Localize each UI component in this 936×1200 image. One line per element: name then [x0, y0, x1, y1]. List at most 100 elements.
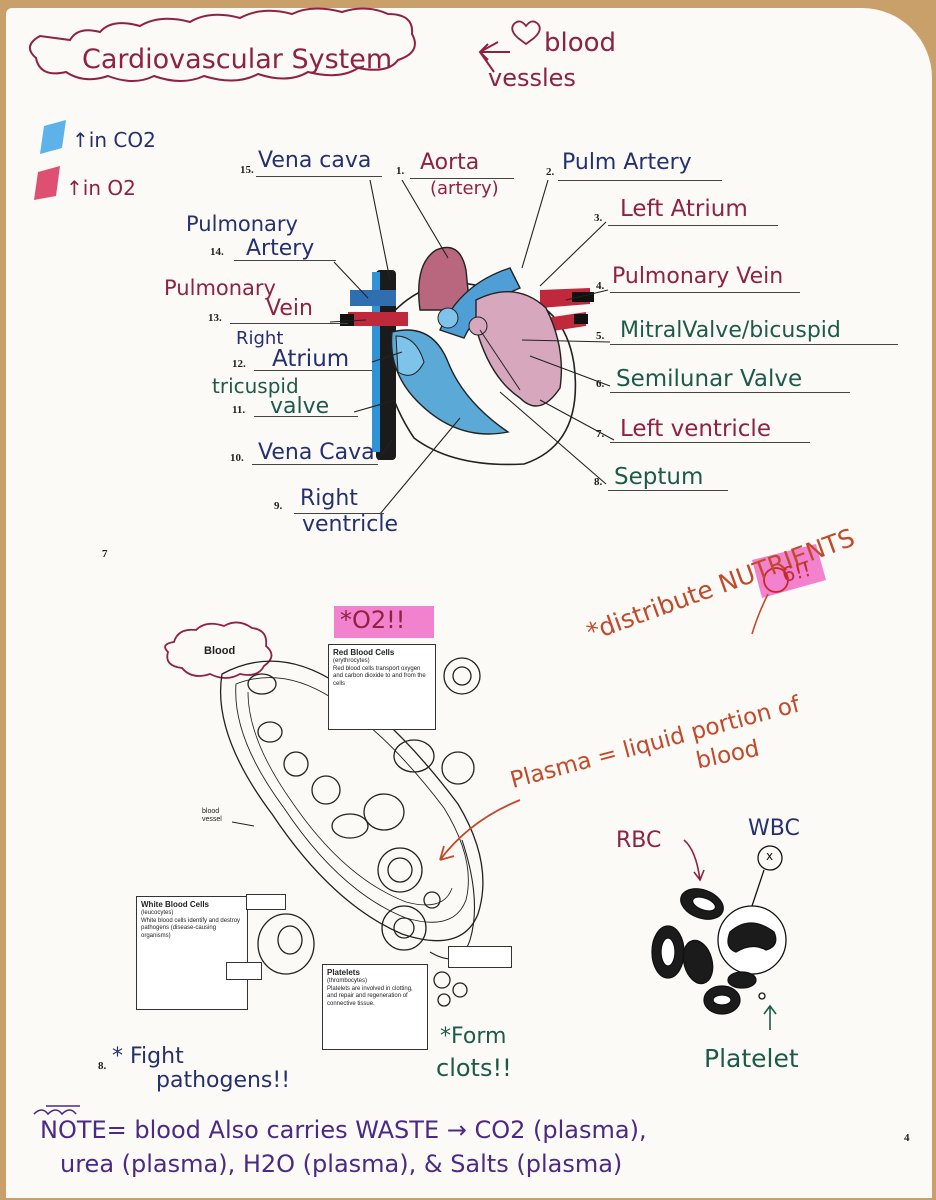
label-right-ventricle: Right — [300, 486, 358, 511]
six-badge: 6!! — [779, 556, 814, 588]
label-aorta: Aorta — [420, 150, 480, 175]
platelet-label: Platelet — [704, 1044, 799, 1073]
label-number: 9. — [274, 500, 283, 512]
underline — [610, 392, 850, 393]
platelet-info-box: Platelets (thrombocytes) Platelets are i… — [322, 964, 428, 1050]
label-number: 3. — [594, 212, 603, 224]
label-number: 1. — [396, 165, 405, 177]
label-semilunar-valve: Semilunar Valve — [616, 366, 803, 392]
fight-note-2: pathogens!! — [156, 1068, 291, 1093]
label-number: 14. — [210, 246, 224, 258]
blood-heading: blood — [544, 28, 617, 58]
label-number: 13. — [208, 312, 222, 324]
underline — [294, 513, 384, 514]
arrow-split-icon — [478, 41, 510, 73]
blood-vessel-diagram — [219, 657, 484, 1007]
blood-cloud-label: Blood — [204, 645, 236, 657]
label-right-atrium-pre: Right — [236, 328, 284, 349]
legend-blue-label: ↑in CO2 — [72, 128, 156, 152]
fight-number: 8. — [98, 1060, 107, 1072]
rbc-info-box: Red Blood Cells (erythrocytes) Red blood… — [328, 644, 436, 730]
label-number: 7. — [596, 428, 605, 440]
note-line-2: urea (plasma), H2O (plasma), & Salts (pl… — [60, 1150, 623, 1178]
label-aorta-sub: (artery) — [430, 178, 499, 199]
label-number: 8. — [594, 476, 603, 488]
platelet-box-sub: (thrombocytes) — [327, 978, 368, 984]
six-highlight — [752, 544, 826, 598]
fight-note: * Fight — [112, 1044, 184, 1069]
label-pulm-artery: Pulm Artery — [562, 150, 692, 175]
label-left-ventricle: Left ventricle — [620, 416, 771, 442]
page-title: Cardiovascular System — [82, 44, 393, 75]
platelet-box-title: Platelets — [327, 968, 360, 977]
heart-doodle-icon — [511, 20, 541, 46]
rbc-box-desc: Red blood cells transport oxygen and car… — [333, 665, 426, 687]
rbc-box-sub: (erythrocytes) — [333, 658, 370, 664]
heart-diagram — [340, 246, 594, 466]
legend-blue-swatch — [40, 120, 66, 154]
label-number: 15. — [240, 164, 254, 176]
o2-highlight — [334, 606, 434, 638]
blank-label-box — [226, 962, 262, 980]
underline — [230, 323, 348, 324]
heart-leader-lines — [329, 179, 615, 515]
label-septum: Septum — [614, 464, 704, 490]
title-cloud — [29, 7, 416, 82]
label-left-atrium: Left Atrium — [620, 196, 748, 222]
label-pulmonary-vein-pre: Pulmonary — [164, 276, 276, 300]
page-number-top: 7 — [102, 548, 108, 560]
label-pulmonary-vein-l: Vein — [266, 296, 313, 321]
legend-red-label: ↑in O2 — [66, 176, 136, 200]
wbc-mark: x — [766, 849, 774, 863]
underline — [610, 442, 810, 443]
label-tricuspid-pre: tricuspid — [212, 374, 299, 398]
o2-note: *O2!! — [340, 606, 406, 634]
plasma-arrow — [439, 799, 521, 861]
label-pulmonary-artery-pre: Pulmonary — [186, 212, 298, 236]
underline — [610, 292, 800, 293]
underline — [608, 490, 728, 491]
underline — [254, 416, 358, 417]
wbc-box-desc: White blood cells identify and destroy p… — [141, 917, 241, 939]
wbc-box-title: White Blood Cells — [141, 900, 209, 909]
platelet-box-desc: Platelets are involved in clotting, and … — [327, 985, 413, 1007]
form-note-2: clots!! — [436, 1054, 512, 1082]
underline — [252, 464, 378, 465]
blank-label-box — [246, 894, 286, 910]
page-number-bottom: 4 — [904, 1132, 910, 1144]
underline — [254, 370, 372, 371]
label-pulmonary-artery-l: Artery — [246, 236, 315, 261]
label-right-ventricle-sub: ventricle — [302, 512, 399, 537]
label-vena-cava-lower: Vena Cava — [258, 440, 375, 465]
label-number: 4. — [596, 280, 605, 292]
rbc-label: RBC — [616, 828, 662, 853]
wbc-label: WBC — [748, 816, 800, 841]
label-number: 6. — [596, 378, 605, 390]
label-number: 12. — [232, 358, 246, 370]
label-vena-cava-upper: Vena cava — [258, 148, 372, 173]
underline — [256, 176, 382, 177]
underline — [608, 225, 778, 226]
vessel-label: blood vessel — [202, 808, 222, 824]
rbc-box-title: Red Blood Cells — [333, 648, 395, 657]
note-line-1: NOTE= blood Also carries WASTE → CO2 (pl… — [40, 1116, 647, 1144]
underline — [610, 344, 898, 345]
label-number: 11. — [232, 404, 246, 416]
underline — [234, 260, 336, 261]
label-number: 2. — [546, 166, 555, 178]
label-pulmonary-vein-r: Pulmonary Vein — [612, 264, 784, 289]
vessels-heading: vessles — [488, 64, 576, 92]
wbc-box-sub: (leucocytes) — [141, 910, 174, 916]
underline — [410, 178, 514, 179]
label-number: 10. — [230, 452, 244, 464]
blood-cloud — [164, 621, 273, 679]
wbc-info-box: White Blood Cells (leucocytes) White blo… — [136, 896, 248, 1010]
label-right-atrium: Atrium — [272, 346, 350, 372]
legend-red-swatch — [34, 166, 60, 200]
label-number: 5. — [596, 330, 605, 342]
label-tricuspid-valve: valve — [270, 394, 330, 419]
blank-label-box — [448, 946, 512, 968]
cells-cluster-drawing — [651, 839, 787, 1030]
underline — [558, 180, 722, 181]
